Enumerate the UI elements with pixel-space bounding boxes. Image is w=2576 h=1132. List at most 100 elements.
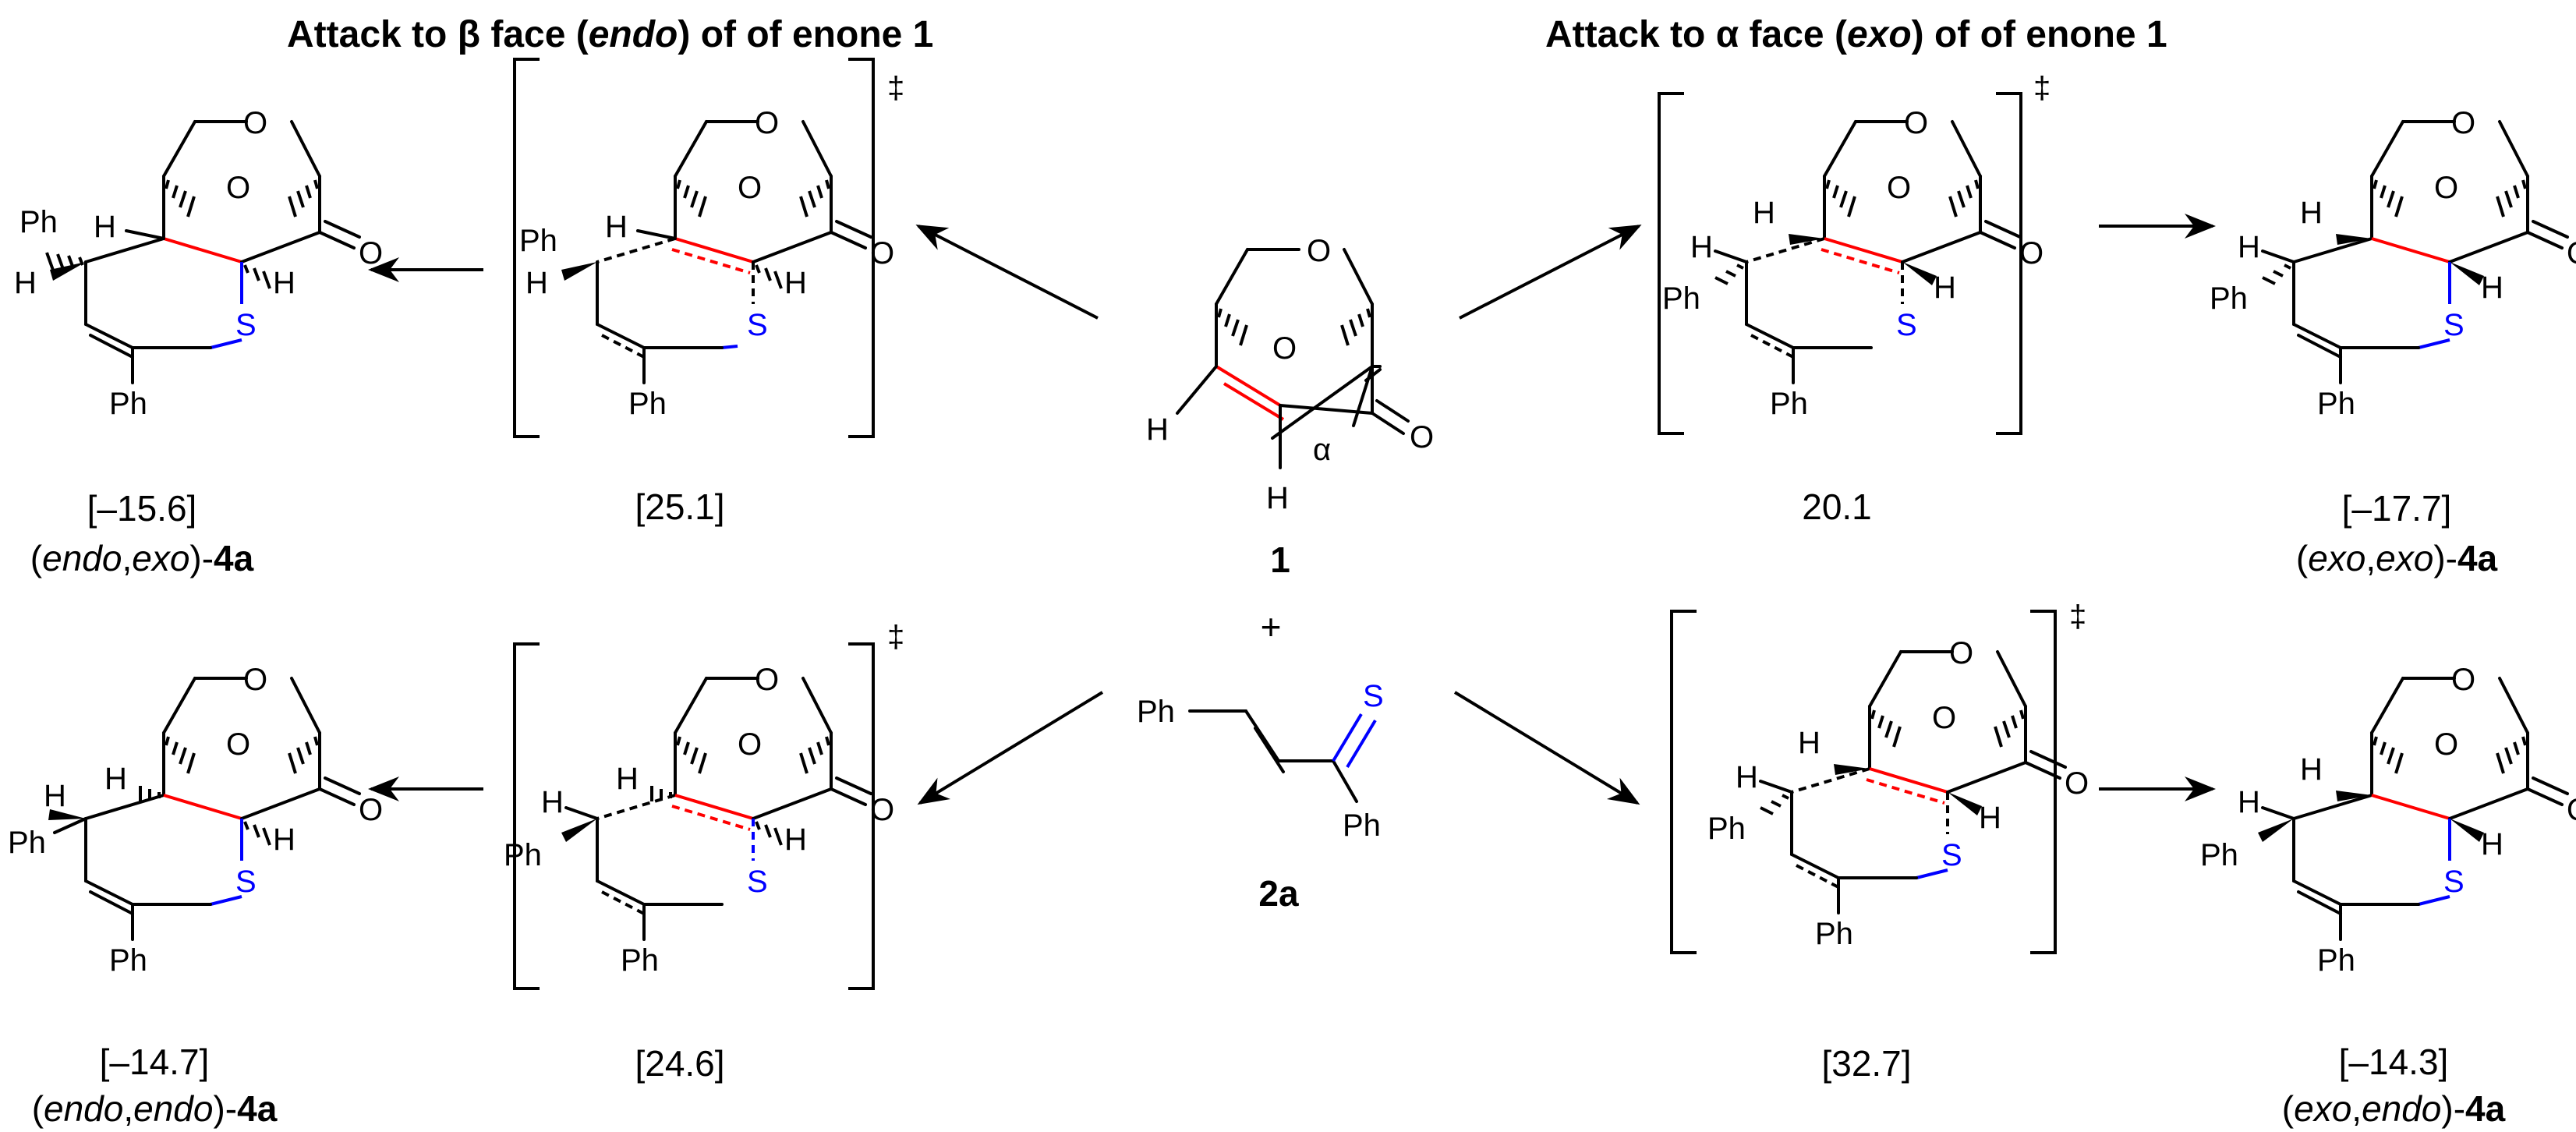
- phenyl-label: Ph: [504, 838, 542, 872]
- phenyl-label: Ph: [1815, 917, 1853, 951]
- atom-h: H: [1798, 726, 1821, 760]
- atom-h: H: [2300, 196, 2323, 230]
- energy-endo-exo-product: [–15.6]: [87, 488, 197, 529]
- atom-o: O: [2434, 171, 2458, 205]
- double-dagger: ‡: [2069, 600, 2086, 634]
- arrow-to-endo-endo-ts: [917, 691, 1104, 805]
- phenyl-label: Ph: [519, 224, 557, 258]
- atom-o: O: [226, 171, 250, 205]
- double-dagger: ‡: [2033, 71, 2051, 105]
- phenyl-label: Ph: [19, 205, 58, 239]
- atom-o: O: [243, 663, 267, 697]
- double-dagger: ‡: [887, 620, 904, 654]
- ts-exo-exo-structure: O O O H H Ph H S Ph: [1662, 106, 2043, 421]
- energy-endo-endo-product: [–14.7]: [100, 1042, 210, 1082]
- atom-h: H: [273, 266, 295, 300]
- heading-exo-attack: Attack to α face (exo) of of enone 1: [1545, 14, 2167, 55]
- compound-2a-label: 2a: [1258, 873, 1299, 914]
- atom-s: S: [1941, 838, 1962, 872]
- arrow-to-exo-exo-ts: [1459, 225, 1642, 320]
- atom-h: H: [94, 210, 116, 244]
- atom-o: O: [1272, 331, 1297, 366]
- phenyl-label: Ph: [1662, 281, 1700, 316]
- atom-s: S: [2443, 865, 2465, 899]
- atom-h: H: [1753, 196, 1775, 230]
- atom-h: H: [2481, 271, 2503, 305]
- atom-o: O: [2567, 793, 2576, 827]
- atom-h: H: [2238, 230, 2260, 264]
- phenyl-label: Ph: [1770, 387, 1808, 421]
- atom-o: O: [2451, 106, 2475, 140]
- atom-h: H: [1266, 481, 1289, 515]
- energy-exo-exo-product: [–17.7]: [2342, 488, 2452, 529]
- ts-bracket-exo-exo: ‡: [1658, 71, 2051, 435]
- name-endo-endo: (endo,endo)-4a: [32, 1088, 278, 1129]
- double-dagger: ‡: [887, 71, 904, 105]
- phenyl-label: Ph: [1707, 812, 1746, 846]
- atom-h: H: [605, 210, 628, 244]
- phenyl-label: Ph: [2317, 943, 2355, 978]
- atom-h: H: [1146, 412, 1169, 447]
- ts-bracket-exo-endo: ‡: [1670, 600, 2086, 954]
- atom-h: H: [2238, 785, 2260, 819]
- atom-h: H: [1736, 760, 1758, 794]
- atom-o: O: [2451, 663, 2475, 697]
- atom-s: S: [747, 865, 768, 899]
- alpha-label: α: [1313, 433, 1331, 467]
- atom-s: S: [235, 865, 257, 899]
- atom-h: H: [1690, 230, 1713, 264]
- ts-endo-exo-structure: O O O Ph H H H S Ph: [519, 106, 894, 421]
- atom-s: S: [747, 308, 768, 342]
- atom-o: O: [1932, 701, 1956, 735]
- atom-h: H: [2300, 752, 2323, 787]
- atom-o: O: [755, 663, 779, 697]
- name-endo-exo: (endo,exo)-4a: [30, 538, 254, 578]
- atom-o: O: [1904, 106, 1928, 140]
- phenyl-label: Ph: [628, 387, 667, 421]
- atom-o: O: [1307, 234, 1331, 268]
- atom-o: O: [2434, 727, 2458, 762]
- atom-s: S: [235, 308, 257, 342]
- phenyl-label: Ph: [109, 943, 147, 978]
- atom-o: O: [870, 793, 894, 827]
- atom-o: O: [359, 236, 383, 271]
- atom-o: O: [1410, 420, 1434, 455]
- phenyl-label: Ph: [2200, 838, 2238, 872]
- atom-o: O: [1887, 171, 1911, 205]
- product-endo-endo-structure: O O O H H Ph H S Ph: [8, 663, 383, 978]
- heading-endo-attack: Attack to β face (endo) of of enone 1: [287, 14, 933, 55]
- phenyl-label: Ph: [2210, 281, 2248, 316]
- ts-exo-endo-structure: O O O H H Ph H S Ph: [1707, 636, 2089, 951]
- ts-bracket-endo-exo: ‡: [513, 58, 904, 438]
- atom-h: H: [541, 785, 564, 819]
- atom-o: O: [359, 793, 383, 827]
- arrow-to-exo-endo-ts: [1453, 691, 1640, 805]
- product-exo-exo-structure: O O O H H Ph H S Ph: [2210, 106, 2576, 421]
- energy-endo-endo-ts: [24.6]: [635, 1043, 724, 1084]
- atom-h: H: [784, 822, 807, 857]
- atom-o: O: [738, 171, 762, 205]
- ts-bracket-endo-endo: ‡: [513, 620, 904, 990]
- energy-exo-endo-product: [–14.3]: [2339, 1042, 2449, 1082]
- phenyl-label: Ph: [1137, 695, 1175, 729]
- enone-1-structure: O O O H H α: [1146, 234, 1434, 515]
- name-exo-exo: (exo,exo)-4a: [2296, 538, 2498, 578]
- atom-o: O: [738, 727, 762, 762]
- atom-o: O: [870, 236, 894, 271]
- atom-s: S: [1896, 308, 1917, 342]
- phenyl-label: Ph: [1343, 808, 1381, 843]
- phenyl-label: Ph: [621, 943, 659, 978]
- atom-h: H: [104, 762, 127, 796]
- energy-exo-exo-ts: 20.1: [1802, 486, 1872, 527]
- arrow-to-endo-exo-ts: [915, 225, 1099, 320]
- atom-h: H: [784, 266, 807, 300]
- phenyl-label: Ph: [8, 826, 46, 860]
- atom-s: S: [2443, 308, 2465, 342]
- atom-h: H: [14, 266, 37, 300]
- atom-o: O: [1949, 636, 1973, 670]
- plus-sign: +: [1261, 607, 1282, 647]
- atom-h: H: [1934, 271, 1956, 305]
- atom-s: S: [1363, 679, 1384, 713]
- atom-h: H: [44, 779, 66, 813]
- atom-o: O: [2019, 236, 2043, 271]
